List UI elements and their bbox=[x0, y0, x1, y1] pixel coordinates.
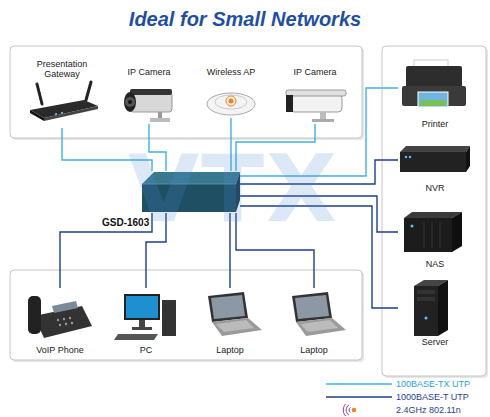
ethernet-cable bbox=[229, 213, 230, 288]
ethernet-cable bbox=[60, 213, 152, 288]
switch-icon bbox=[142, 172, 240, 212]
printer-icon bbox=[402, 60, 466, 107]
wifi-symbol bbox=[343, 404, 356, 416]
device-node: NAS bbox=[398, 208, 472, 270]
laptop-icon bbox=[292, 292, 346, 336]
device-node: Server bbox=[398, 278, 472, 348]
watermark-text: VTX bbox=[128, 136, 339, 243]
device-label: Wireless AP bbox=[207, 68, 256, 78]
device-label: Presentation Gateway bbox=[30, 60, 94, 80]
device-label: Printer bbox=[422, 120, 449, 130]
access-point-icon bbox=[207, 93, 255, 115]
ethernet-cable bbox=[236, 124, 315, 171]
device-label: NAS bbox=[426, 260, 445, 270]
bullet-camera-icon bbox=[286, 90, 346, 122]
ethernet-cable bbox=[236, 213, 314, 288]
device-node: PC bbox=[110, 288, 182, 356]
legend-sample bbox=[318, 404, 396, 416]
ethernet-cable bbox=[149, 124, 166, 171]
device-label: Laptop bbox=[300, 346, 328, 356]
device-node: Presentation Gateway bbox=[26, 60, 98, 128]
legend-sample bbox=[318, 378, 396, 390]
laptop-icon bbox=[208, 292, 262, 336]
legend: 100BASE-TX UTP 1000BASE-T UTP 2.4GHz 802.1… bbox=[318, 377, 488, 416]
device-node: Wireless AP bbox=[198, 68, 264, 118]
device-label: Server bbox=[422, 338, 449, 348]
nvr-icon bbox=[400, 146, 470, 172]
device-node: Laptop bbox=[194, 288, 266, 356]
diagram-title: Ideal for Small Networks bbox=[0, 8, 490, 31]
router-icon bbox=[30, 82, 98, 121]
device-node: NVR bbox=[398, 144, 472, 194]
device-panel bbox=[382, 46, 486, 376]
legend-row: 1000BASE-T UTP bbox=[318, 390, 488, 403]
legend-line bbox=[326, 396, 392, 398]
voip-phone-icon bbox=[28, 296, 92, 338]
device-label: Laptop bbox=[216, 346, 244, 356]
legend-text: 100BASE-TX UTP bbox=[396, 379, 470, 389]
box-camera-icon bbox=[124, 89, 172, 122]
device-node: VoIP Phone bbox=[22, 288, 98, 356]
device-label: IP Camera bbox=[294, 68, 337, 78]
device-label: IP Camera bbox=[128, 68, 171, 78]
device-panel bbox=[10, 270, 362, 360]
model-label: GSD-1603 bbox=[102, 217, 149, 228]
device-node: Printer bbox=[398, 58, 472, 130]
device-label: NVR bbox=[425, 184, 444, 194]
nas-icon bbox=[404, 212, 462, 252]
server-icon bbox=[414, 280, 448, 336]
switch-node: GSD-1603 bbox=[140, 171, 240, 213]
legend-text: 1000BASE-T UTP bbox=[396, 392, 469, 402]
legend-line bbox=[326, 383, 392, 385]
device-panel bbox=[10, 46, 362, 138]
legend-row: 100BASE-TX UTP bbox=[318, 377, 488, 390]
ethernet-cable bbox=[240, 160, 398, 184]
legend-row: 2.4GHz 802.11n bbox=[318, 403, 488, 416]
ethernet-cable bbox=[230, 118, 231, 171]
legend-text: 2.4GHz 802.11n bbox=[396, 405, 461, 415]
pc-icon bbox=[114, 294, 176, 340]
device-label: VoIP Phone bbox=[36, 346, 83, 356]
device-label: PC bbox=[140, 346, 153, 356]
ethernet-cable bbox=[62, 128, 152, 171]
device-node: IP Camera bbox=[116, 68, 182, 124]
legend-sample bbox=[318, 391, 396, 403]
device-node: Laptop bbox=[278, 288, 350, 356]
device-node: IP Camera bbox=[282, 68, 348, 124]
ethernet-cable bbox=[240, 196, 398, 232]
ethernet-cable bbox=[240, 206, 398, 308]
